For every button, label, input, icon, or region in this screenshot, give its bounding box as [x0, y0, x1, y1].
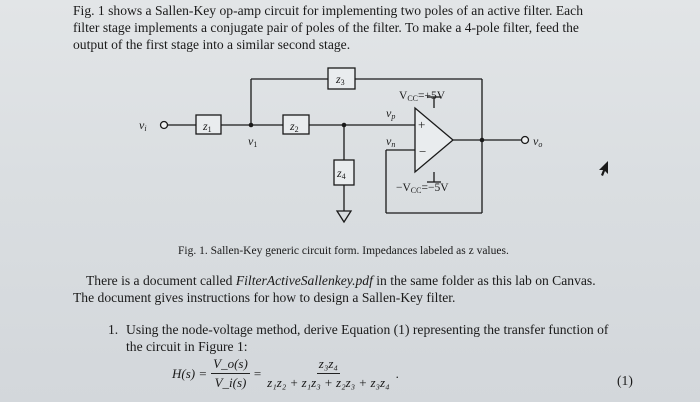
impedance-denominator: z₁z₂ + z₁z₃ + z₂z₃ + z₃z₄	[267, 375, 390, 390]
inverting-sign: −	[419, 144, 426, 159]
equation-number: (1)	[617, 373, 633, 388]
question-number: 1.	[108, 322, 119, 337]
equation-equals: =	[253, 365, 262, 381]
v1-label: v1	[248, 134, 257, 149]
vcc-positive-label: VCC=+5V	[399, 90, 446, 103]
impedance-z4-box	[333, 159, 355, 186]
input-terminal	[159, 120, 169, 130]
circuit-wires	[168, 78, 521, 214]
impedance-z3-box	[327, 67, 356, 90]
vo-label: vo	[533, 134, 542, 149]
intro-line-1: Fig. 1 shows a Sallen-Key op-amp circuit…	[73, 3, 584, 18]
intro-line-2: filter stage implements a conjugate pair…	[73, 20, 579, 35]
impedance-numerator: z₃z₄	[316, 356, 340, 374]
impedance-fraction: z₃z₄ z₁z₂ + z₁z₃ + z₂z₃ + z₃z₄	[265, 356, 391, 391]
document-reference-paragraph: There is a document called FilterActiveS…	[73, 272, 663, 306]
doc-note-text-2: in the same folder as this lab on Canvas…	[372, 273, 596, 288]
question-1: 1. Using the node-voltage method, derive…	[108, 321, 648, 355]
figure-caption: Fig. 1. Sallen-Key generic circuit form.…	[178, 245, 509, 257]
z3-label: z3	[335, 72, 345, 87]
output-terminal	[520, 135, 530, 145]
document-filename: FilterActiveSallenkey.pdf	[235, 273, 373, 288]
vi-label: vi	[139, 118, 147, 133]
ground-symbol	[335, 210, 353, 224]
intro-line-3: output of the first stage into a similar…	[73, 37, 351, 52]
equation-lhs: H(s) =	[172, 365, 208, 381]
question-line-1: Using the node-voltage method, derive Eq…	[126, 322, 609, 337]
intro-paragraph: Fig. 1 shows a Sallen-Key op-amp circuit…	[73, 2, 658, 53]
junction-dot-v1	[248, 122, 254, 128]
vcc-negative-label: −VCC=−5V	[396, 182, 449, 195]
junction-dot-out	[479, 137, 485, 143]
equation-period: .	[395, 365, 399, 381]
question-line-2: the circuit in Figure 1:	[126, 339, 248, 354]
z2-label: z2	[289, 119, 299, 134]
vp-label: vp	[386, 106, 395, 121]
op-amp-triangle	[414, 106, 455, 174]
junction-dot-vp	[341, 122, 347, 128]
noninverting-sign: +	[418, 117, 425, 132]
mouse-pointer-icon	[599, 161, 608, 176]
z1-label: z1	[202, 119, 212, 134]
voltage-ratio-fraction: V_o(s) V_i(s)	[211, 356, 250, 391]
z4-label: z4	[336, 166, 346, 181]
doc-note-text-1: There is a document called	[86, 273, 236, 288]
vn-label: vn	[386, 134, 395, 149]
ratio-numerator: V_o(s)	[211, 356, 250, 374]
impedance-z2-box	[282, 114, 310, 135]
ratio-denominator: V_i(s)	[214, 375, 247, 390]
doc-note-line-2: The document gives instructions for how …	[73, 290, 456, 305]
transfer-function-equation: H(s) = V_o(s) V_i(s) = z₃z₄ z₁z₂ + z₁z₃ …	[172, 356, 399, 391]
impedance-z1-box	[195, 114, 222, 135]
